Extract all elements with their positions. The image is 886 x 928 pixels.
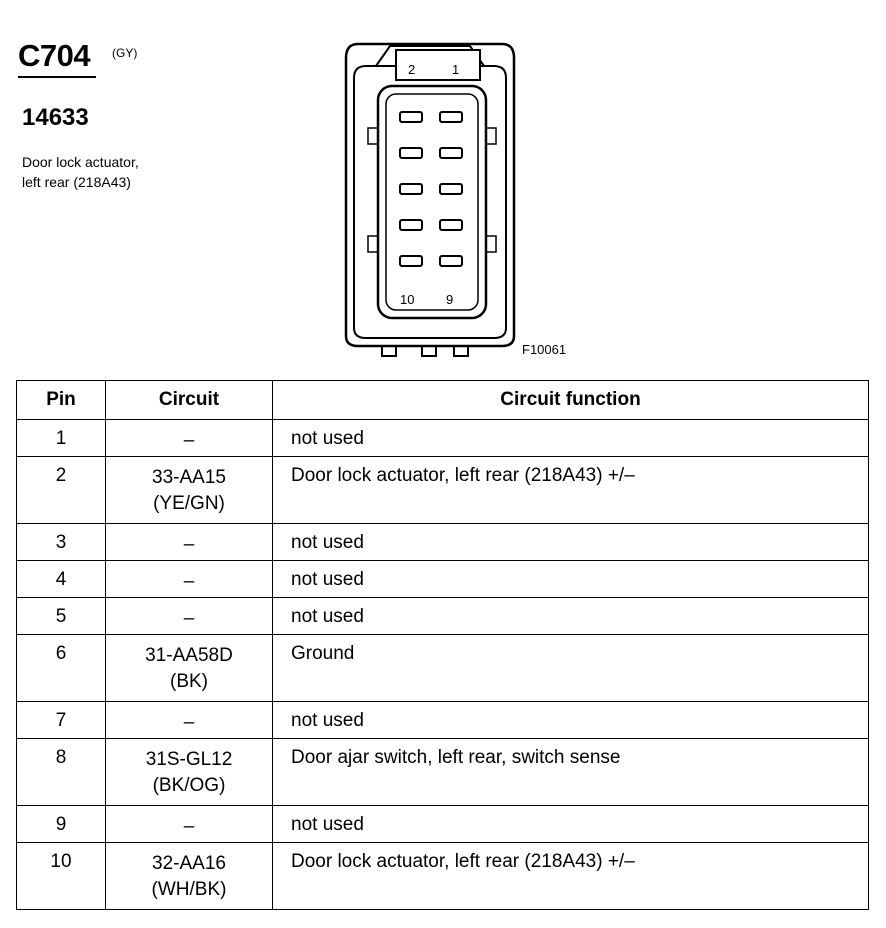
part-number: 14633 (22, 104, 89, 131)
cavity (439, 219, 463, 231)
circuit-cell: – (105, 523, 273, 561)
table-row: 10 32-AA16 (WH/BK) Door lock actuator, l… (16, 842, 869, 910)
function-cell: not used (272, 805, 869, 843)
circuit-number: – (183, 430, 195, 451)
cavity-label-bottom-right: 9 (446, 292, 453, 307)
circuit-cell: – (105, 419, 273, 457)
function-cell: Door lock actuator, left rear (218A43) +… (272, 456, 869, 524)
pinout-table: Pin Circuit Circuit function 1 – not use… (16, 380, 869, 910)
side-key-left-bottom (367, 235, 379, 253)
circuit-cell: 33-AA15 (YE/GN) (105, 456, 273, 524)
circuit-number: – (183, 816, 195, 837)
side-key-left-top (367, 127, 379, 145)
cavity-label-top-left: 2 (408, 62, 415, 77)
side-key-right-top (485, 127, 497, 145)
function-cell: not used (272, 597, 869, 635)
circuit-number: 33-AA15 (152, 467, 226, 488)
function-cell: not used (272, 419, 869, 457)
circuit-cell: – (105, 701, 273, 739)
table-row: 2 33-AA15 (YE/GN) Door lock actuator, le… (16, 456, 869, 524)
pin-cell: 5 (16, 597, 106, 635)
pin-cell: 3 (16, 523, 106, 561)
pin-field-inner (385, 93, 479, 311)
cavity-label-top-right: 1 (452, 62, 459, 77)
description-line-2: left rear (218A43) (22, 174, 131, 190)
cavity (439, 183, 463, 195)
table-row: 4 – not used (16, 560, 869, 598)
pin-cell: 7 (16, 701, 106, 739)
circuit-cell: – (105, 805, 273, 843)
connector-housing-inner (353, 65, 507, 339)
bottom-terminal (381, 345, 397, 357)
figure-id: F10061 (522, 342, 567, 357)
cavity (399, 219, 423, 231)
circuit-wire-color: (WH/BK) (151, 879, 227, 900)
cavity (399, 183, 423, 195)
table-row: 1 – not used (16, 419, 869, 457)
column-header-circuit-function: Circuit function (272, 380, 869, 420)
side-key-right-bottom (485, 235, 497, 253)
circuit-cell: – (105, 560, 273, 598)
cavity (399, 111, 423, 123)
circuit-number: – (183, 712, 195, 733)
circuit-wire-color: (YE/GN) (153, 493, 225, 514)
function-cell: not used (272, 701, 869, 739)
pin-cell: 8 (16, 738, 106, 806)
circuit-cell: 31S-GL12 (BK/OG) (105, 738, 273, 806)
column-header-circuit: Circuit (105, 380, 273, 420)
connector-id-underline (18, 76, 96, 78)
cavity (399, 147, 423, 159)
table-row: 9 – not used (16, 805, 869, 843)
circuit-number: – (183, 571, 195, 592)
circuit-wire-color: (BK/OG) (152, 775, 226, 796)
latch-window (395, 49, 481, 81)
function-cell: Ground (272, 634, 869, 702)
function-cell: not used (272, 523, 869, 561)
circuit-number: 32-AA16 (152, 853, 226, 874)
circuit-wire-color: (BK) (170, 671, 208, 692)
cavity-label-bottom-left: 10 (400, 292, 414, 307)
circuit-number: 31S-GL12 (145, 749, 233, 770)
table-header-row: Pin Circuit Circuit function (16, 380, 869, 420)
table-row: 5 – not used (16, 597, 869, 635)
cavity (439, 147, 463, 159)
connector-housing-outer (344, 42, 516, 348)
pin-cell: 9 (16, 805, 106, 843)
circuit-number: – (183, 534, 195, 555)
circuit-cell: 32-AA16 (WH/BK) (105, 842, 273, 910)
table-row: 8 31S-GL12 (BK/OG) Door ajar switch, lef… (16, 738, 869, 806)
cavity (439, 111, 463, 123)
circuit-cell: 31-AA58D (BK) (105, 634, 273, 702)
pin-cell: 10 (16, 842, 106, 910)
cavity (439, 255, 463, 267)
pin-cell: 2 (16, 456, 106, 524)
connector-color: (GY) (112, 46, 138, 60)
cavity-grid (399, 111, 463, 267)
cavity (399, 255, 423, 267)
pin-cell: 6 (16, 634, 106, 702)
table-row: 6 31-AA58D (BK) Ground (16, 634, 869, 702)
table-row: 3 – not used (16, 523, 869, 561)
connector-id: C704 (18, 38, 91, 73)
bottom-terminal (453, 345, 469, 357)
description: Door lock actuator, left rear (218A43) (22, 152, 222, 192)
pin-cell: 1 (16, 419, 106, 457)
table-row: 7 – not used (16, 701, 869, 739)
circuit-number: 31-AA58D (145, 645, 233, 666)
connector-face-diagram: 2 1 10 9 (344, 42, 516, 357)
circuit-cell: – (105, 597, 273, 635)
column-header-pin: Pin (16, 380, 106, 420)
function-cell: not used (272, 560, 869, 598)
pin-cell: 4 (16, 560, 106, 598)
bottom-terminal (421, 345, 437, 357)
description-line-1: Door lock actuator, (22, 154, 139, 170)
function-cell: Door ajar switch, left rear, switch sens… (272, 738, 869, 806)
function-cell: Door lock actuator, left rear (218A43) +… (272, 842, 869, 910)
pin-field-outer (376, 84, 488, 320)
circuit-number: – (183, 608, 195, 629)
